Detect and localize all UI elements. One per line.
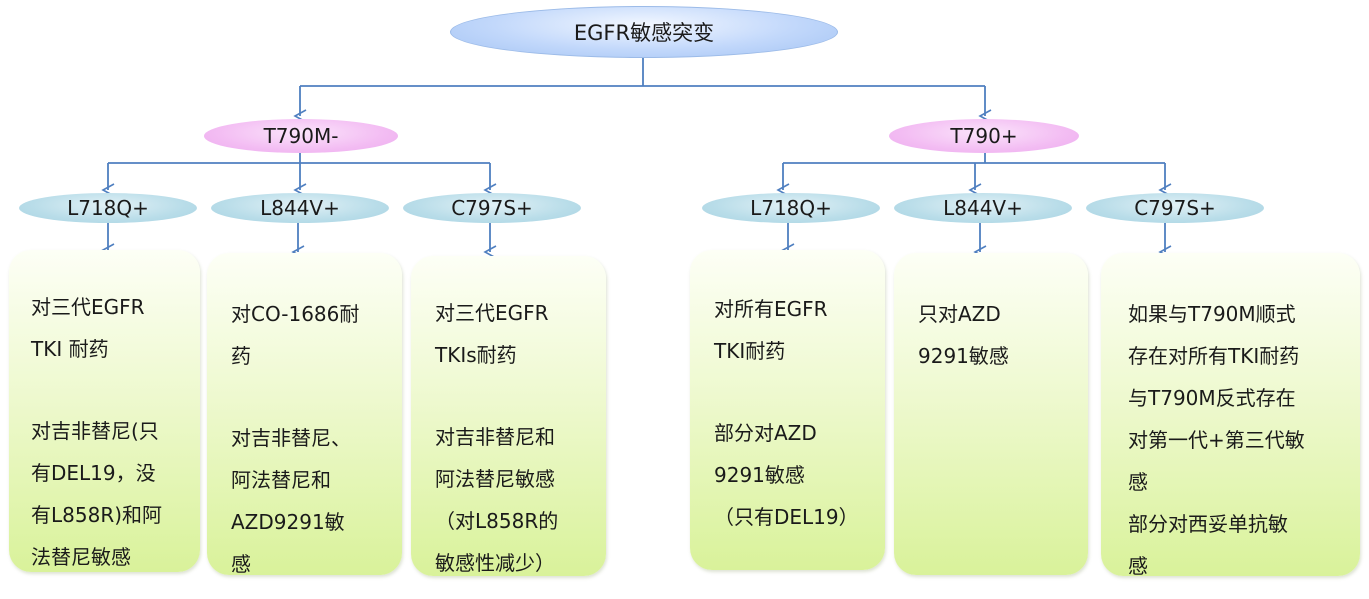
card-line: TKIs耐药	[435, 343, 517, 367]
card-line: 药	[231, 344, 251, 368]
card-line: 对吉非替尼、	[231, 426, 351, 450]
card-line: 对三代EGFR	[435, 301, 549, 325]
card-line: TKI 耐药	[31, 337, 109, 361]
card-line: AZD9291敏	[231, 510, 345, 534]
mutation-node-right-l844v: L844V+	[894, 193, 1072, 223]
mutation-node-label: C797S+	[1134, 196, 1216, 220]
card-line: 有DEL19，没	[31, 461, 156, 485]
branch-node-label: T790+	[950, 124, 1018, 148]
card-line: TKI耐药	[714, 339, 786, 363]
card-left-c797s: 对三代EGFR TKIs耐药 对吉非替尼和 阿法替尼敏感 （对L858R的 敏感…	[411, 256, 606, 576]
mutation-node-left-c797s: C797S+	[403, 193, 581, 223]
card-line: 9291敏感	[918, 344, 1009, 368]
mutation-node-label: L718Q+	[750, 196, 832, 220]
card-left-l844v: 对CO-1686耐 药 对吉非替尼、 阿法替尼和 AZD9291敏 感	[207, 253, 402, 575]
card-line: 法替尼敏感	[31, 545, 131, 569]
card-right-l718q: 对所有EGFR TKI耐药 部分对AZD 9291敏感 （只有DEL19）	[690, 250, 885, 570]
card-line: 阿法替尼敏感	[435, 467, 555, 491]
card-spacer	[435, 376, 592, 416]
card-line: 对三代EGFR	[31, 295, 145, 319]
card-line: 对第一代+第三代敏	[1128, 428, 1305, 452]
card-line: （只有DEL19）	[714, 505, 859, 529]
card-line: 敏感性减少）	[435, 551, 555, 575]
branch-node-label: T790M-	[263, 124, 339, 148]
mutation-node-label: L844V+	[260, 196, 340, 220]
card-line: 如果与T790M顺式	[1128, 302, 1296, 326]
card-line: 对吉非替尼(只	[31, 419, 159, 443]
card-right-c797s: 如果与T790M顺式 存在对所有TKI耐药 与T790M反式存在 对第一代+第三…	[1101, 253, 1360, 576]
card-line: 部分对AZD	[714, 421, 817, 445]
root-node-egfr-sensitive-mutation: EGFR敏感突变	[450, 6, 838, 58]
card-line: 感	[1128, 554, 1148, 576]
card-spacer	[31, 370, 186, 410]
mutation-node-right-c797s: C797S+	[1086, 193, 1264, 223]
card-line: （对L858R的	[435, 509, 559, 533]
card-line: 有L858R)和阿	[31, 503, 163, 527]
mutation-node-label: L718Q+	[67, 196, 149, 220]
mutation-node-left-l718q: L718Q+	[19, 193, 197, 223]
mutation-node-left-l844v: L844V+	[211, 193, 389, 223]
card-line: 与T790M反式存在	[1128, 386, 1296, 410]
card-right-l844v: 只对AZD 9291敏感	[894, 253, 1088, 575]
card-spacer	[231, 377, 388, 417]
card-line: 阿法替尼和	[231, 468, 331, 492]
branch-node-t790-positive: T790+	[889, 119, 1079, 153]
card-line: 部分对西妥单抗敏	[1128, 512, 1288, 536]
card-line: 9291敏感	[714, 463, 805, 487]
mutation-node-label: L844V+	[943, 196, 1023, 220]
card-spacer	[714, 372, 871, 412]
mutation-node-right-l718q: L718Q+	[702, 193, 880, 223]
card-line: 只对AZD	[918, 302, 1001, 326]
card-line: 感	[1128, 470, 1148, 494]
card-line: 对CO-1686耐	[231, 302, 360, 326]
card-line: 感	[231, 552, 251, 575]
card-line: 对所有EGFR	[714, 297, 828, 321]
branch-node-t790m-negative: T790M-	[204, 119, 398, 153]
card-left-l718q: 对三代EGFR TKI 耐药 对吉非替尼(只 有DEL19，没 有L858R)和…	[9, 250, 200, 572]
root-node-label: EGFR敏感突变	[573, 21, 715, 45]
mutation-node-label: C797S+	[451, 196, 533, 220]
card-line: 存在对所有TKI耐药	[1128, 344, 1300, 368]
card-line: 对吉非替尼和	[435, 425, 555, 449]
